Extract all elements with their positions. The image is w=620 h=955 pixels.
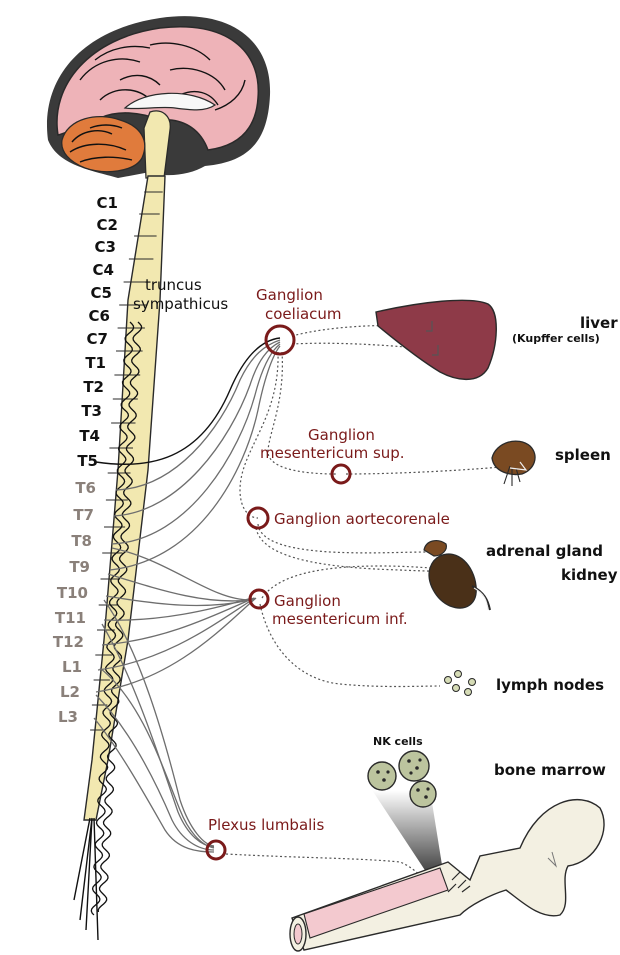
segment-t6: T6 — [75, 479, 96, 497]
spleen-illustration — [492, 441, 535, 486]
segment-t4: T4 — [79, 427, 100, 445]
spleen-label: spleen — [555, 446, 611, 464]
ganglion-mesenterium-sup-label-2: mesentericum sup. — [260, 444, 405, 462]
ganglion-mesenterium-inf-label-1: Ganglion — [274, 592, 341, 610]
segment-c3: C3 — [95, 238, 116, 256]
segment-t1: T1 — [85, 354, 106, 372]
segment-l3: L3 — [58, 708, 78, 726]
segment-t11: T11 — [55, 609, 86, 627]
segment-t8: T8 — [71, 532, 92, 550]
segment-c4: C4 — [93, 261, 114, 279]
segment-c1: C1 — [97, 194, 118, 212]
ganglion-coeliacum-label-2: coeliacum — [265, 305, 342, 323]
liver-illustration — [376, 300, 496, 379]
ganglion-mesenterium-inf-label-2: mesentericum inf. — [272, 610, 408, 628]
segment-t5: T5 — [77, 452, 98, 470]
nk-cells-label: NK cells — [373, 735, 423, 748]
segment-l2: L2 — [60, 683, 80, 701]
ganglion-mesenterium-sup-label-1: Ganglion — [308, 426, 375, 444]
trunk-label-line2: sympathicus — [133, 295, 228, 313]
efferent-aorte-adrenal — [258, 524, 430, 553]
segment-c2: C2 — [97, 216, 118, 234]
ganglion-coeliacum-label-1: Ganglion — [256, 286, 323, 304]
liver-label: liver — [580, 314, 618, 332]
segment-c7: C7 — [87, 330, 108, 348]
segment-t3: T3 — [81, 402, 102, 420]
segment-t10: T10 — [57, 584, 88, 602]
segment-t7: T7 — [73, 506, 94, 524]
bone-marrow-label: bone marrow — [494, 761, 606, 779]
segment-t12: T12 — [53, 633, 84, 651]
segment-t2: T2 — [83, 378, 104, 396]
segment-l1: L1 — [62, 658, 82, 676]
kidney-label: kidney — [561, 566, 618, 584]
cauda-equina — [74, 818, 98, 940]
adrenal-kidney-illustration — [424, 541, 490, 610]
segment-t9: T9 — [69, 558, 90, 576]
adrenal-label: adrenal gland — [486, 542, 603, 560]
brain — [47, 16, 270, 178]
segment-c5: C5 — [91, 284, 112, 302]
bone-illustration — [290, 800, 604, 951]
trunk-label-line1: truncus — [145, 276, 202, 294]
efferent-aorte-kidney — [256, 528, 442, 572]
lymph-nodes-illustration — [445, 671, 476, 696]
efferent-sup-spleen — [346, 466, 512, 474]
liver-sublabel: (Kupffer cells) — [512, 332, 600, 345]
ganglion-aortecorenale-label: Ganglion aortecorenale — [274, 510, 450, 528]
efferent-coeliacum-down — [240, 352, 278, 518]
segment-c6: C6 — [89, 307, 110, 325]
plexus-lumbalis-label: Plexus lumbalis — [208, 816, 324, 834]
lymph-nodes-label: lymph nodes — [496, 676, 604, 694]
